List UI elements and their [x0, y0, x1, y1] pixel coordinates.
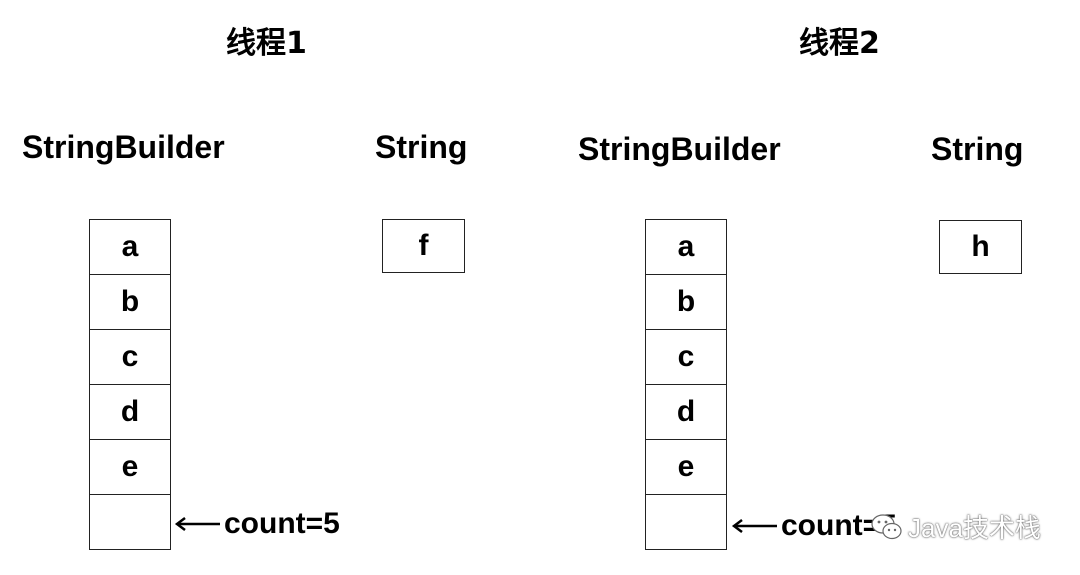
thread1-count-text: count=5 [224, 507, 340, 540]
thread1-stringbuilder-label: StringBuilder [22, 129, 225, 165]
arrow-left-icon [174, 517, 220, 531]
wechat-icon [871, 513, 902, 539]
thread2-cell-2: c [646, 330, 726, 385]
thread1-count-pointer: count=5 [174, 504, 340, 544]
thread1-string-label: String [375, 129, 468, 165]
thread2-stringbuilder-label: StringBuilder [578, 131, 781, 167]
watermark: Java技术栈 [870, 508, 1041, 545]
thread2-string-label: String [931, 131, 1024, 167]
thread1-cell-5 [90, 495, 170, 549]
thread1-string-box: f [382, 219, 465, 273]
thread2-stringbuilder-array: a b c d e [645, 219, 727, 550]
watermark-text: Java技术栈 [908, 513, 1041, 543]
thread2-string-box: h [939, 220, 1022, 274]
thread2-cell-5 [646, 495, 726, 549]
thread1-cell-2: c [90, 330, 170, 385]
arrow-left-icon [731, 519, 777, 533]
thread1-cell-3: d [90, 385, 170, 440]
thread1-stringbuilder-array: a b c d e [89, 219, 171, 550]
thread2-cell-1: b [646, 275, 726, 330]
thread2-title: 线程2 [799, 26, 880, 61]
thread1-cell-1: b [90, 275, 170, 330]
thread2-cell-0: a [646, 220, 726, 275]
thread1-title: 线程1 [226, 26, 307, 61]
thread1-cell-0: a [90, 220, 170, 275]
thread2-cell-3: d [646, 385, 726, 440]
thread1-cell-4: e [90, 440, 170, 495]
thread2-cell-4: e [646, 440, 726, 495]
